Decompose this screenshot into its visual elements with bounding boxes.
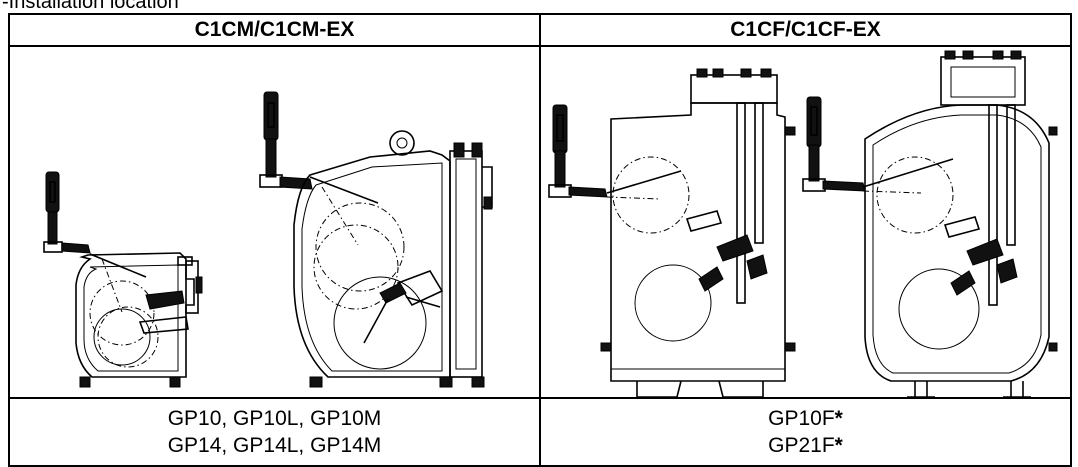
model-line: GP10, GP10L, GP10M [167, 407, 382, 430]
dished-tank-drawing [802, 50, 1058, 397]
model-line: GP14, GP14L, GP14M [167, 434, 382, 457]
models-row: GP10, GP10L, GP10M GP14, GP14L, GP14M GP… [8, 397, 1072, 467]
installation-location-caption: -Installation location [2, 0, 179, 13]
large-trap-drawing [259, 91, 493, 388]
drawing-cell-c1cm [8, 45, 541, 399]
c1cf-installation-drawing [548, 50, 1058, 397]
header-c1cf: C1CF/C1CF-EX [539, 13, 1072, 47]
header-row: C1CM/C1CM-EX C1CF/C1CF-EX [8, 13, 1072, 47]
drawing-row [8, 45, 1072, 399]
small-trap-drawing [43, 171, 203, 388]
drawing-cell-c1cf [539, 45, 1072, 399]
models-c1cf: GP10F* GP21F* [539, 397, 1072, 467]
installation-table: C1CM/C1CM-EX C1CF/C1CF-EX [8, 13, 1072, 467]
model-line: GP10F* [768, 407, 843, 430]
asterisk-marker: * [834, 407, 843, 430]
asterisk-marker: * [834, 434, 843, 457]
c1cm-installation-drawing [43, 91, 493, 388]
models-c1cm: GP10, GP10L, GP10M GP14, GP14L, GP14M [8, 397, 541, 467]
model-line: GP21F* [768, 434, 843, 457]
cylindrical-tank-drawing [548, 68, 796, 397]
header-c1cm: C1CM/C1CM-EX [8, 13, 541, 47]
